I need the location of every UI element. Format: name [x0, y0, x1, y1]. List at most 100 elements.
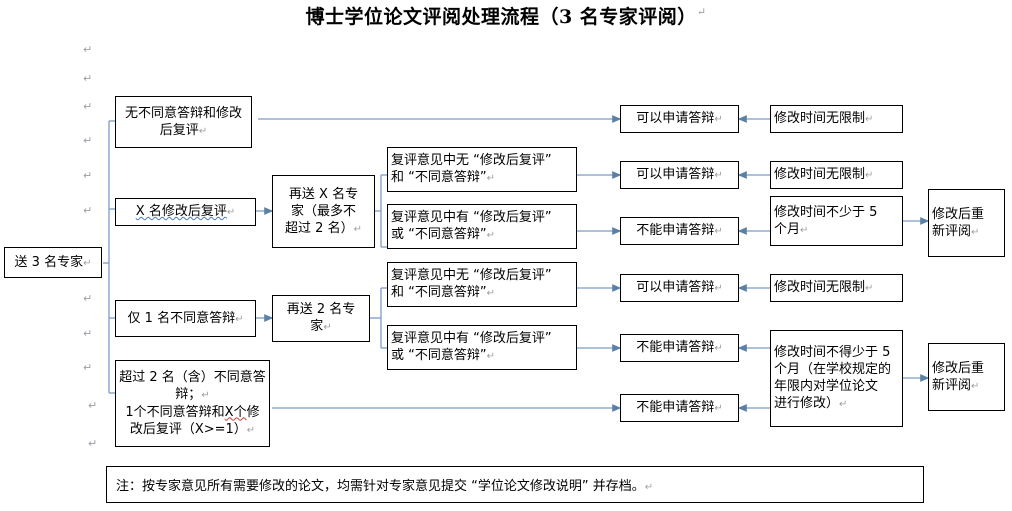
paragraph-mark: ↵	[714, 170, 723, 181]
node-branch1-line1: 无不同意答辩和修改	[124, 105, 242, 121]
node-start-label: 送 3 名专家	[14, 254, 84, 270]
node-branch-one-objection[interactable]: 仅 1 名不同意答辩↵	[115, 300, 256, 337]
node-branch-x-revise-rereview[interactable]: X 名修改后复评↵	[115, 198, 256, 226]
node-outcome6-label: 不能申请答辩	[636, 400, 715, 415]
paragraph-mark: ↵	[83, 134, 93, 147]
footer-note-text: 注：按专家意见所有需要修改的论文，均需针对专家意见提交 “学位论文修改说明” 并…	[116, 479, 645, 494]
paragraph-mark: ↵	[353, 223, 362, 235]
node-branch3-label: 仅 1 名不同意答辩	[127, 310, 236, 326]
node-resend2-line2: 家	[310, 319, 324, 334]
node-reviewbyes-line2: 或 “不同意答辩”	[391, 348, 487, 363]
paragraph-mark: ↵	[714, 114, 723, 125]
page-title: 博士学位论文评阅处理流程（3 名专家评阅）↵	[0, 2, 1012, 29]
node-revise-time-unlimited-3[interactable]: 修改时间无限制↵	[770, 274, 903, 302]
node-branch2-label: X 名修改后复评	[135, 204, 227, 219]
node-outcome-cannot-defend-2[interactable]: 不能申请答辩↵	[620, 334, 739, 362]
node-reviewayes-line1: 复评意见中有 “修改后复评”	[391, 210, 552, 225]
node-revise-time-unlimited-2[interactable]: 修改时间无限制↵	[770, 161, 903, 189]
paragraph-mark: ↵	[714, 403, 723, 414]
paragraph-mark: ↵	[83, 169, 93, 182]
node-rereview2-line2: 新评阅	[932, 377, 972, 393]
paragraph-mark: ↵	[226, 207, 236, 218]
node-reviewano-line1: 复评意见中无 “修改后复评”	[391, 153, 552, 168]
node-time2-label: 修改时间无限制	[774, 167, 866, 182]
paragraph-mark: ↵	[83, 327, 93, 340]
node-branch4-line4: 改后复评（X>=1）	[129, 421, 247, 437]
paragraph-mark: ↵	[83, 292, 93, 305]
node-rereview-after-revision-1[interactable]: 修改后重 新评阅↵	[928, 189, 1005, 257]
node-revise-time-min-5-months[interactable]: 修改时间不少于 5 个月↵	[770, 196, 903, 246]
paragraph-mark: ↵	[83, 257, 92, 269]
node-resendx-line3: 超过 2 名）	[285, 220, 354, 236]
node-time1-label: 修改时间无限制	[774, 111, 866, 126]
node-resendx-line1: 再送 X 名专	[288, 186, 359, 202]
node-outcome4-label: 可以申请答辩	[636, 280, 715, 295]
node-outcome-may-defend-2[interactable]: 可以申请答辩↵	[620, 161, 739, 189]
paragraph-mark: ↵	[865, 114, 874, 125]
node-branch4-line3a: 1个不同意答辩和	[125, 404, 225, 420]
paragraph-mark: ↵	[971, 226, 980, 238]
paragraph-mark: ↵	[486, 288, 495, 299]
node-resend-x-experts[interactable]: 再送 X 名专 家（最多不 超过 2 名）↵	[272, 175, 375, 248]
paragraph-mark: ↵	[88, 399, 98, 412]
node-reviewano-line2: 和 “不同意答辩”	[391, 170, 487, 185]
node-outcome3-label: 不能申请答辩	[636, 223, 715, 238]
paragraph-mark: ↵	[323, 322, 332, 333]
node-branch4-line3c: 修	[246, 404, 260, 420]
node-rereview2-line1: 修改后重	[932, 360, 985, 376]
paragraph-mark: ↵	[83, 204, 93, 217]
node-outcome2-label: 可以申请答辩	[636, 167, 715, 182]
paragraph-mark: ↵	[865, 283, 874, 294]
paragraph-mark: ↵	[486, 173, 495, 184]
node-outcome1-label: 可以申请答辩	[636, 111, 715, 126]
node-outcome-cannot-defend-3[interactable]: 不能申请答辩↵	[620, 394, 739, 422]
node-branch4-line3b: X个	[224, 404, 247, 420]
node-branch4-line2: 辩；	[175, 386, 202, 402]
node-outcome-cannot-defend-1[interactable]: 不能申请答辩↵	[620, 217, 739, 245]
paragraph-mark: ↵	[83, 43, 93, 56]
paragraph-mark: ↵	[971, 380, 980, 392]
node-outcome-may-defend-3[interactable]: 可以申请答辩↵	[620, 274, 739, 302]
node-time5-line3: 年限内对学位论文	[774, 379, 879, 394]
paragraph-mark: ↵	[88, 437, 98, 450]
node-outcome-may-defend-1[interactable]: 可以申请答辩↵	[620, 105, 739, 133]
page-title-text: 博士学位论文评阅处理流程（3 名专家评阅）	[305, 6, 697, 28]
node-time5-line1: 修改时间不得少于 5	[774, 345, 891, 360]
node-revise-time-min-5-months-detail[interactable]: 修改时间不得少于 5 个月（在学校规定的 年限内对学位论文 进行修改）↵	[770, 330, 903, 427]
paragraph-mark: ↵	[83, 72, 93, 85]
paragraph-mark: ↵	[865, 170, 874, 181]
node-rereview1-line2: 新评阅	[932, 223, 972, 239]
node-reviewayes-line2: 或 “不同意答辩”	[391, 227, 487, 242]
node-revise-time-unlimited-1[interactable]: 修改时间无限制↵	[770, 105, 903, 133]
node-time5-line4: 进行修改）	[774, 396, 840, 411]
paragraph-mark: ↵	[235, 313, 244, 325]
paragraph-mark: ↵	[800, 224, 809, 236]
paragraph-mark: ↵	[714, 343, 723, 354]
node-rereview-after-revision-2[interactable]: 修改后重 新评阅↵	[928, 343, 1005, 411]
node-outcome5-label: 不能申请答辩	[636, 340, 715, 355]
node-time5-line2: 个月（在学校规定的	[774, 362, 892, 377]
node-start[interactable]: 送 3 名专家↵	[4, 247, 102, 278]
node-branch4-line1: 超过 2 名（含）不同意答	[119, 369, 266, 385]
node-reviewbno-line2: 和 “不同意答辩”	[391, 285, 487, 300]
node-branch-two-or-more-objections[interactable]: 超过 2 名（含）不同意答 辩；↵ 1个不同意答辩和X个修 改后复评（X>=1）…	[115, 360, 270, 447]
paragraph-mark: ↵	[198, 125, 208, 137]
paragraph-mark: ↵	[201, 389, 210, 401]
node-review-b-has[interactable]: 复评意见中有 “修改后复评” 或 “不同意答辩”↵	[387, 325, 577, 370]
node-resendx-line2: 家（最多不	[290, 203, 356, 219]
paragraph-mark: ↵	[83, 100, 93, 113]
node-time3-line2: 个月	[774, 221, 801, 237]
node-review-a-has[interactable]: 复评意见中有 “修改后复评” 或 “不同意答辩”↵	[387, 204, 577, 249]
paragraph-mark: ↵	[486, 351, 495, 362]
node-review-b-none[interactable]: 复评意见中无 “修改后复评” 和 “不同意答辩”↵	[387, 262, 577, 307]
node-time4-label: 修改时间无限制	[774, 280, 866, 295]
node-branch-no-objection[interactable]: 无不同意答辩和修改 后复评↵	[115, 96, 252, 148]
node-resend-2-experts[interactable]: 再送 2 名专 家↵	[272, 295, 370, 342]
paragraph-mark: ↵	[839, 399, 848, 410]
paragraph-mark: ↵	[714, 226, 723, 237]
paragraph-mark: ↵	[644, 482, 654, 493]
node-review-a-none[interactable]: 复评意见中无 “修改后复评” 和 “不同意答辩”↵	[387, 147, 577, 192]
node-time3-line1: 修改时间不少于 5	[774, 204, 878, 220]
node-branch1-line2: 后复评	[159, 122, 199, 138]
